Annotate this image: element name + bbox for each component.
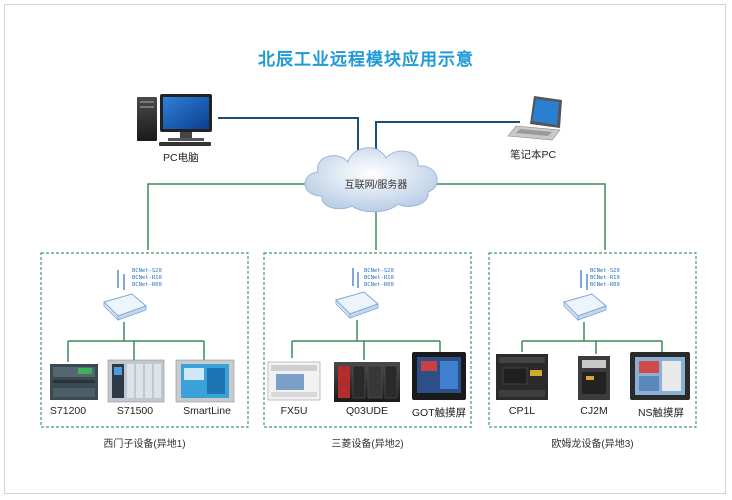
device-label: GOT触摸屏 bbox=[411, 407, 467, 419]
diagram-title: 北辰工业远程模块应用示意 bbox=[258, 50, 474, 69]
module-icon-1 bbox=[103, 270, 147, 321]
cloud-label: 互联网/服务器 bbox=[344, 180, 408, 191]
device-label: S71500 bbox=[116, 405, 154, 417]
ns-touchscreen-device bbox=[630, 352, 690, 400]
diagram-frame bbox=[4, 4, 726, 494]
module-line: BCNet-S20 bbox=[364, 268, 394, 274]
device-label: SmartLine bbox=[183, 405, 231, 417]
module-line: BCNet-R00 bbox=[590, 282, 620, 288]
group-label-siemens: 西门子设备(异地1) bbox=[103, 439, 186, 450]
module-labels-1: BCNet-S20 BCNet-R10 BCNet-R00 bbox=[132, 268, 162, 289]
group-label-mitsubishi: 三菱设备(异地2) bbox=[331, 439, 404, 450]
module-line: BCNet-R10 bbox=[590, 275, 620, 281]
module-line: BCNet-S20 bbox=[590, 268, 620, 274]
laptop-label: 笔记本PC bbox=[510, 149, 557, 161]
q03ude-device bbox=[334, 362, 400, 402]
pc-label: PC电脑 bbox=[163, 152, 199, 164]
smartline-device bbox=[175, 359, 235, 403]
cloud-branch-lines bbox=[147, 183, 606, 250]
device-label: FX5U bbox=[280, 405, 308, 417]
device-label: CP1L bbox=[508, 405, 536, 417]
pc-link bbox=[218, 117, 359, 160]
cj2m-device bbox=[578, 356, 610, 400]
fx5u-device bbox=[267, 361, 321, 401]
module-labels-3: BCNet-S20 BCNet-R10 BCNet-R00 bbox=[590, 268, 620, 289]
module-icon-2 bbox=[335, 268, 379, 319]
pc-icon bbox=[137, 94, 212, 146]
device-label: Q03UDE bbox=[345, 405, 388, 417]
s71200-device bbox=[50, 364, 98, 400]
device-label: S71200 bbox=[49, 405, 87, 417]
laptop-link bbox=[375, 121, 520, 160]
group-label-omron: 欧姆龙设备(异地3) bbox=[551, 439, 634, 450]
module-icon-3 bbox=[563, 270, 607, 321]
module-line: BCNet-R10 bbox=[132, 275, 162, 281]
device-label: NS触摸屏 bbox=[637, 407, 685, 419]
internet-cloud bbox=[304, 147, 438, 213]
laptop-icon bbox=[507, 96, 562, 141]
module-line: BCNet-R00 bbox=[132, 282, 162, 288]
s71500-device bbox=[107, 359, 165, 403]
module-line: BCNet-R00 bbox=[364, 282, 394, 288]
group-frames bbox=[40, 252, 697, 428]
module-labels-2: BCNet-S20 BCNet-R10 BCNet-R00 bbox=[364, 268, 394, 289]
cp1l-device bbox=[496, 354, 548, 400]
device-label: CJ2M bbox=[580, 405, 608, 417]
module-line: BCNet-S20 bbox=[132, 268, 162, 274]
module-line: BCNet-R10 bbox=[364, 275, 394, 281]
group-bus-lines bbox=[67, 320, 663, 362]
got-touchscreen-device bbox=[412, 352, 466, 400]
